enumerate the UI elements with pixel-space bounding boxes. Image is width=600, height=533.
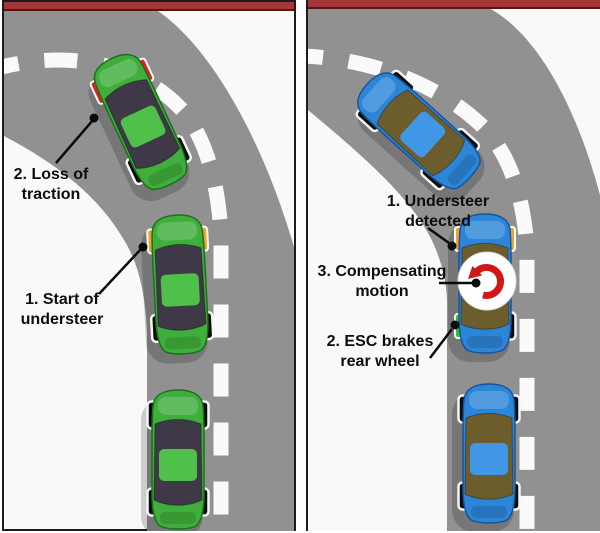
label-esc-brakes-line1: 2. ESC brakes [326, 333, 434, 350]
esc-arrow-arc [474, 264, 504, 299]
label-loss-of-traction-line2: traction [21, 186, 81, 203]
car-hood [469, 391, 509, 409]
label-understeer-detected: 1. Understeer detected [363, 192, 513, 232]
car-hood [158, 397, 198, 415]
car-understeer-start [140, 214, 215, 364]
label-compensating-motion-line1: 3. Compensating [317, 263, 447, 280]
car-trunk [447, 154, 477, 186]
car-hood [465, 221, 505, 239]
label-start-of-understeer-line1: 1. Start of [25, 291, 99, 308]
car-before-correction [452, 383, 521, 531]
label-loss-of-traction: 2. Loss of traction [0, 165, 126, 205]
label-esc-brakes-pointer-dot [450, 320, 460, 330]
label-understeer-detected-line2: detected [405, 213, 471, 230]
car-roof [160, 273, 200, 307]
car-hood [157, 221, 198, 241]
road-center-line [4, 52, 229, 531]
label-loss-of-traction-pointer-dot [89, 113, 99, 123]
top-red-bar [4, 2, 294, 9]
car-trunk [160, 512, 196, 524]
label-compensating-motion: 3. Compensating motion [307, 262, 457, 302]
car-hood [362, 77, 396, 113]
label-loss-of-traction-line1: 2. Loss of [13, 166, 89, 183]
car-roof [120, 105, 166, 148]
road-center-line [308, 48, 535, 531]
label-understeer-detected-line1: 1. Understeer [386, 193, 490, 210]
label-understeer-detected-pointer-line [427, 226, 450, 245]
top-red-bar-edge [4, 9, 294, 11]
car-trunk [467, 336, 503, 348]
car-traction-loss [88, 53, 193, 202]
esc-rotation-icon [457, 251, 517, 311]
label-compensating-motion-pointer-dot [471, 278, 481, 288]
car-trunk [165, 336, 202, 350]
car-trunk [148, 163, 183, 186]
label-start-of-understeer-pointer-dot [138, 242, 148, 252]
car-trunk [471, 506, 507, 518]
panel-without-esc: 2. Loss of traction 1. Start of understeer [2, 0, 296, 531]
top-red-bar [308, 0, 600, 7]
car-roof [400, 111, 446, 158]
label-esc-brakes: 2. ESC brakes rear wheel [305, 332, 455, 372]
esc-arrow-head [468, 266, 483, 279]
car-before-understeer [141, 389, 210, 531]
label-esc-brakes-pointer-line [429, 328, 453, 359]
label-start-of-understeer-pointer-line [98, 248, 142, 295]
label-understeer-detected-pointer-dot [447, 241, 457, 251]
top-red-bar-edge [308, 7, 600, 9]
car-hood [98, 59, 138, 88]
panel-with-esc: 1. Understeer detected 3. Compensating moti… [306, 0, 600, 531]
car-roof [159, 449, 197, 481]
car-cornering-ok [355, 69, 485, 202]
label-start-of-understeer: 1. Start of understeer [0, 290, 137, 330]
label-loss-of-traction-pointer-line [55, 119, 94, 164]
label-esc-brakes-line2: rear wheel [340, 353, 420, 370]
label-compensating-motion-line2: motion [355, 283, 409, 300]
car-roof [470, 443, 508, 475]
label-start-of-understeer-line2: understeer [20, 311, 104, 328]
